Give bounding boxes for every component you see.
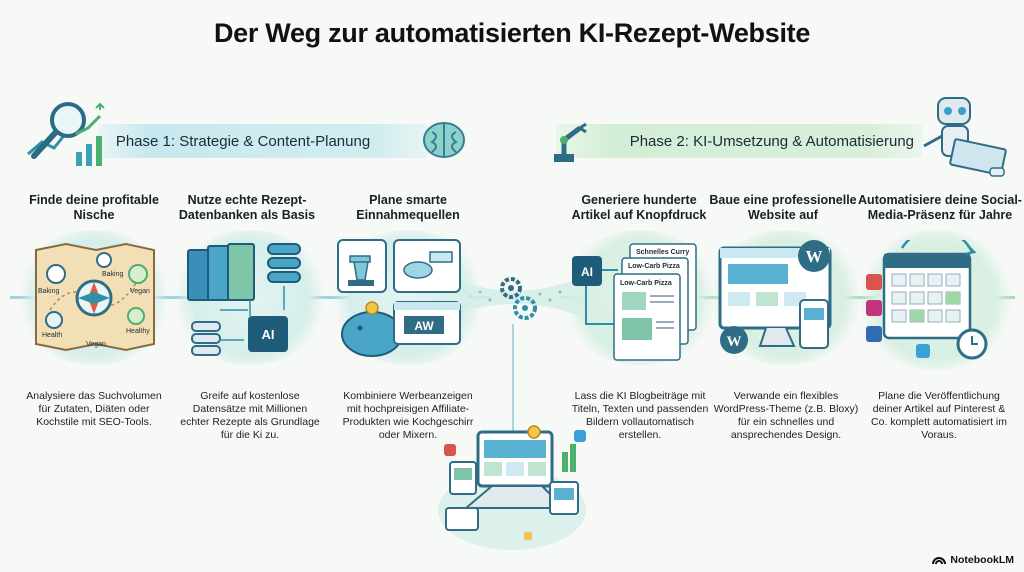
- automated-website-illustration: [438, 425, 586, 550]
- brand-logo: NotebookLM: [932, 554, 1014, 566]
- map-label: Healthy: [126, 328, 150, 335]
- article-label: Low-Carb Pizza: [628, 263, 680, 270]
- step-5-description: Verwande ein flexibles WordPress-Theme (…: [713, 390, 859, 441]
- map-label: Health: [42, 332, 62, 339]
- step-2-heading: Nutze echte Rezept-Datenbanken als Basis: [178, 193, 316, 222]
- article-label: Schnelles Curry: [636, 249, 689, 256]
- brand-name: NotebookLM: [950, 554, 1014, 566]
- step-4-heading: Generiere hunderte Artikel auf Knopfdruc…: [571, 193, 707, 222]
- treasure-map-icon: Baking Baking Vegan Health Healthy Vegan: [35, 242, 155, 352]
- step-6-heading: Automatisiere deine Social-Media-Präsenz…: [858, 193, 1022, 222]
- social-calendar-icon: [866, 240, 988, 360]
- step-2-description: Greife auf kostenlose Datensätze mit Mil…: [180, 390, 320, 441]
- monetization-icon: AW: [337, 239, 461, 357]
- svg-text:W: W: [806, 247, 823, 266]
- phase-1-banner: Phase 1: Strategie & Content-Planung: [98, 124, 428, 158]
- phase-2-banner: Phase 2: KI-Umsetzung & Automatisierung: [556, 124, 922, 158]
- notebooklm-logo-icon: [932, 557, 947, 565]
- step-3-heading: Plane smarte Einnahmequellen: [356, 193, 460, 222]
- step-4-description: Lass die KI Blogbeiträge mit Titeln, Tex…: [571, 390, 709, 441]
- ai-chip-label: AI: [581, 265, 593, 279]
- article-label: Low-Carb Pizza: [620, 280, 672, 287]
- recipe-database-icon: AI: [187, 243, 301, 356]
- vertical-connector: [512, 324, 514, 434]
- step-1-heading: Finde deine profitable Nische: [29, 193, 159, 222]
- robot-laptop-icon: [923, 97, 1007, 177]
- article-generator-icon: AI Schnelles Curry Low-Carb Pizza Low-Ca…: [572, 243, 697, 361]
- magnifier-chart-icon: [27, 102, 105, 166]
- page-title: Der Weg zur automatisierten KI-Rezept-We…: [213, 18, 811, 48]
- brain-icon: [423, 122, 465, 158]
- robot-arm-icon: [554, 122, 587, 162]
- map-label: Baking: [102, 271, 124, 278]
- map-label: Vegan: [130, 288, 150, 295]
- step-6-description: Plane die Veröffentlichung deiner Artike…: [871, 390, 1007, 441]
- step-5-heading: Baue eine professionelle Website auf: [709, 193, 857, 222]
- step-1-description: Analysiere das Suchvolumen für Zutaten, …: [26, 390, 162, 428]
- gears-icon: [500, 277, 537, 320]
- website-builder-icon: W W: [718, 240, 832, 354]
- ad-label: AW: [414, 319, 434, 333]
- map-label: Baking: [38, 288, 60, 295]
- svg-text:W: W: [727, 334, 742, 350]
- ai-chip-label: AI: [262, 327, 275, 342]
- phase-2-label: Phase 2: KI-Umsetzung & Automatisierung: [629, 132, 914, 150]
- step-3-description: Kombiniere Werbeanzeigen mit hochpreisig…: [342, 390, 474, 441]
- phase-1-label: Phase 1: Strategie & Content-Planung: [115, 132, 371, 150]
- map-label: Vegan: [86, 341, 106, 348]
